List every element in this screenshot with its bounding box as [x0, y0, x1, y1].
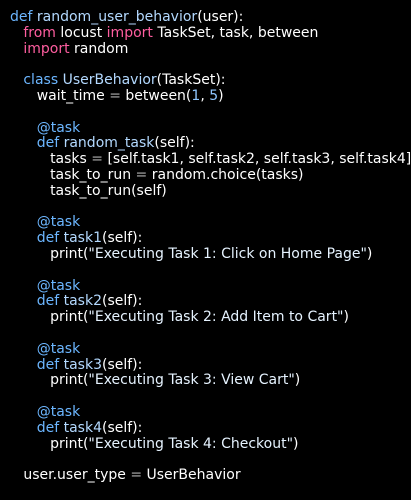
code-line-22: @task — [10, 340, 401, 358]
string-literal: "Executing Task 3: View Cart" — [88, 372, 295, 389]
keyword-def: def — [36, 356, 60, 373]
identifier: wait_time — [36, 87, 105, 104]
class-name: UserBehavior — [62, 72, 157, 89]
blank-line — [10, 57, 401, 73]
keyword-def: def — [36, 135, 60, 152]
decorator: @task — [36, 277, 81, 294]
identifier: tasks — [50, 151, 87, 168]
operator: = — [109, 87, 121, 104]
import-names: TaskSet, task, between — [157, 24, 319, 41]
number: 1 — [191, 87, 201, 104]
code-line-5: class UserBehavior(TaskSet): — [10, 72, 401, 89]
code-line-2: from locust import TaskSet, task, betwee… — [10, 24, 401, 42]
function-name: task4 — [63, 419, 102, 436]
code-line-12: task_to_run(self) — [10, 182, 401, 200]
keyword-def: def — [36, 293, 60, 310]
keyword-class: class — [23, 72, 59, 89]
operator: = — [91, 151, 104, 168]
decorator: @task — [36, 214, 81, 231]
code-line-18: @task — [10, 277, 401, 295]
function-name: task3 — [63, 356, 102, 373]
code-line-3: import random — [10, 40, 401, 58]
call: random.choice(tasks) — [151, 166, 304, 183]
code-line-16: print("Executing Task 1: Click on Home P… — [10, 245, 401, 263]
operator: = — [130, 467, 143, 484]
blank-line — [10, 389, 401, 405]
string-literal: "Executing Task 1: Click on Home Page" — [88, 245, 367, 262]
function-name: random_user_behavior — [36, 9, 198, 25]
code-line-26: @task — [10, 403, 401, 421]
params: (self): — [101, 293, 143, 310]
blank-line — [10, 326, 401, 342]
keyword-from: from — [23, 24, 56, 41]
function-name: task1 — [63, 230, 102, 247]
code-line-14: @task — [10, 214, 401, 231]
function-name: task2 — [63, 293, 102, 310]
call: print( — [50, 372, 89, 389]
string-literal: "Executing Task 2: Add Item to Cart" — [88, 309, 344, 326]
code-line-23: def task3(self): — [10, 356, 401, 374]
call: between( — [125, 87, 192, 104]
code-line-20: print("Executing Task 2: Add Item to Car… — [10, 309, 401, 326]
blank-line — [10, 452, 401, 468]
paren: ) — [294, 372, 301, 389]
code-line-8: @task — [10, 119, 401, 137]
params: (self): — [101, 230, 143, 247]
blank-line — [10, 263, 401, 279]
code-line-30: user.user_type = UserBehavior — [10, 467, 401, 484]
list-expression: [self.task1, self.task2, self.task3, sel… — [107, 151, 411, 168]
string-literal: "Executing Task 4: Checkout" — [88, 435, 294, 452]
call: print( — [50, 309, 89, 326]
code-line-11: task_to_run = random.choice(tasks) — [10, 166, 401, 184]
code-line-19: def task2(self): — [10, 293, 401, 310]
identifier: UserBehavior — [146, 467, 241, 484]
keyword-import: import — [23, 40, 70, 57]
paren: ) — [366, 245, 373, 262]
code-line-24: print("Executing Task 3: View Cart") — [10, 372, 401, 389]
base-class: (TaskSet): — [156, 72, 226, 89]
decorator: @task — [36, 119, 81, 136]
paren: ) — [343, 309, 349, 326]
paren: ) — [293, 435, 299, 452]
paren: ) — [218, 87, 224, 104]
keyword-import: import — [106, 24, 153, 41]
keyword-def: def — [36, 419, 60, 436]
call: task_to_run(self) — [50, 182, 167, 199]
module-name: locust — [60, 24, 103, 41]
params: (self): — [101, 356, 143, 373]
blank-line — [10, 105, 401, 121]
keyword-def: def — [10, 9, 33, 25]
params: (self): — [154, 135, 195, 152]
code-line-6: wait_time = between(1, 5) — [10, 87, 401, 105]
code-line-9: def random_task(self): — [10, 135, 401, 152]
decorator: @task — [36, 340, 81, 357]
number: 5 — [209, 87, 219, 104]
identifier: task_to_run — [50, 166, 132, 183]
call: print( — [50, 435, 89, 452]
code-line-27: def task4(self): — [10, 419, 401, 437]
module-name: random — [74, 40, 129, 57]
comma: , — [200, 87, 205, 104]
code-line-1: def random_user_behavior(user): — [10, 9, 401, 26]
params: (self): — [101, 419, 143, 436]
code-line-10: tasks = [self.task1, self.task2, self.ta… — [10, 151, 411, 168]
code-line-28: print("Executing Task 4: Checkout") — [10, 435, 401, 453]
operator: = — [135, 166, 148, 183]
function-name: random_task — [63, 135, 155, 152]
code-line-15: def task1(self): — [10, 230, 401, 247]
params: (user): — [197, 9, 244, 25]
decorator: @task — [36, 403, 81, 420]
identifier: user.user_type — [23, 467, 126, 484]
keyword-def: def — [36, 230, 60, 247]
call: print( — [50, 245, 89, 262]
blank-line — [10, 200, 401, 216]
